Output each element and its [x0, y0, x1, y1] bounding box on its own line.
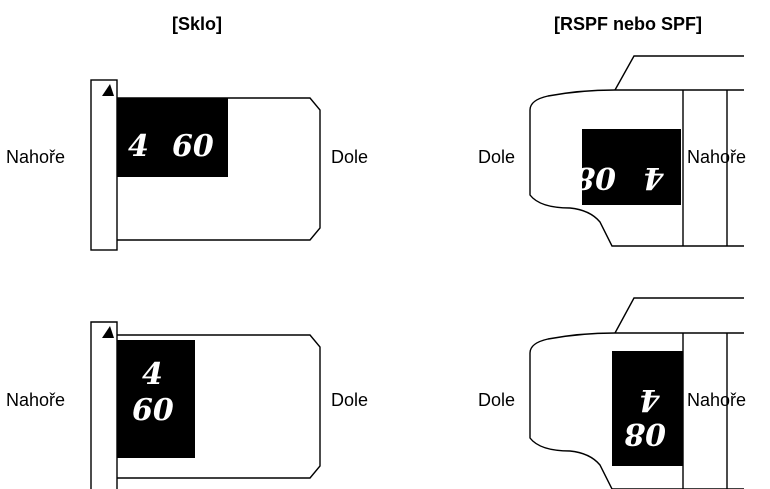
- feeder-body-2: [529, 332, 744, 489]
- glass-original-text-b-1: 60: [172, 129, 214, 164]
- feeder-tray-1: [614, 55, 744, 91]
- glass-top-label-2: Nahoře: [6, 390, 66, 410]
- glass-bottom-label-1: Dole: [331, 147, 369, 167]
- glass-original-text-b-2: 60: [132, 393, 174, 428]
- glass-heading: [Sklo]: [171, 14, 223, 34]
- feeder-original-text-a-2: 4: [639, 382, 660, 417]
- glass-platen-2: [117, 334, 321, 479]
- glass-original-2: [117, 340, 195, 458]
- glass-top-label-1: Nahoře: [6, 147, 66, 167]
- feeder-body-1: [529, 89, 744, 247]
- glass-original-text-a-1: 4: [128, 129, 149, 164]
- feeder-tray-2: [614, 297, 744, 334]
- glass-bottom-label-2: Dole: [331, 390, 369, 410]
- feeder-unit-1: [529, 55, 744, 247]
- feeder-original-text-b-2: 08: [624, 416, 666, 451]
- feeder-original-text-a-1: 08: [574, 160, 616, 195]
- feeder-heading: [RSPF nebo SPF]: [554, 14, 702, 34]
- feeder-original-text-b-1: 4: [643, 160, 664, 195]
- glass-original-text-a-2: 4: [142, 357, 163, 392]
- corner-marker-icon: [102, 326, 114, 338]
- feeder-original-2: [612, 351, 683, 466]
- feeder-bottom-label-2: Dole: [478, 390, 516, 410]
- feeder-top-label-1: Nahoře: [687, 147, 747, 167]
- glass-platen-1: [117, 97, 321, 241]
- feeder-original-1: [582, 129, 681, 205]
- glass-scanner-2: [90, 321, 321, 489]
- glass-clamp-2: [90, 321, 118, 489]
- glass-original-1: [117, 98, 228, 177]
- glass-scanner-1: [90, 79, 321, 251]
- corner-marker-icon: [102, 84, 114, 96]
- feeder-top-label-2: Nahoře: [687, 390, 747, 410]
- glass-clamp-1: [90, 79, 118, 251]
- feeder-bottom-label-1: Dole: [478, 147, 516, 167]
